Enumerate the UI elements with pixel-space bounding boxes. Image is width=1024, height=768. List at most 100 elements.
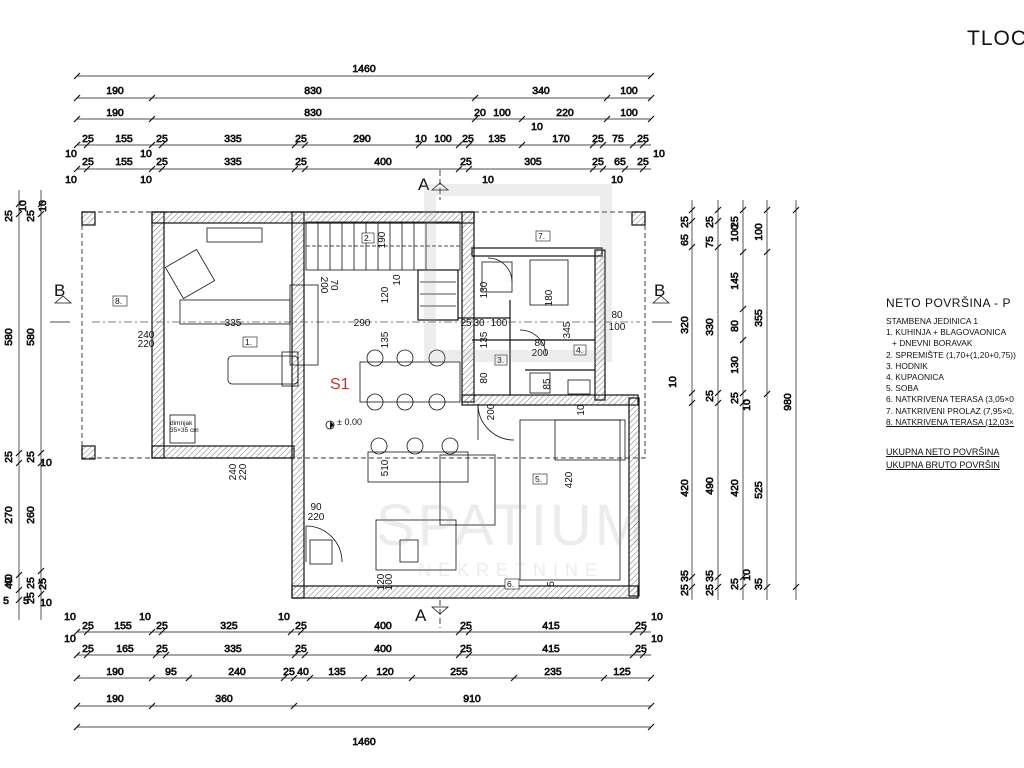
dim-top-r2: 100	[620, 85, 638, 97]
dim-bot-r4: 190	[106, 693, 124, 705]
dim-top-r5: 155	[115, 156, 133, 168]
dim-right-c4: 35	[753, 578, 765, 590]
dim-left-small: 10	[40, 457, 52, 469]
dim-left-small: 40	[3, 574, 15, 586]
dim-int: 200	[318, 277, 329, 294]
dim-top-r3: 20	[474, 107, 486, 119]
dim-top-r4: 155	[115, 133, 133, 145]
dim-bot-r1: 25	[460, 620, 472, 632]
dim-int: 100	[384, 573, 395, 590]
legend-item: 4. KUPAONICA	[886, 372, 945, 383]
dim-int: 240	[138, 330, 155, 341]
area-legend: NETO POVRŠINA - P STAMBENA JEDINICA 1 1.…	[886, 296, 1024, 472]
dim-top-r4: 100	[434, 133, 452, 145]
dim-int: 120	[380, 286, 391, 303]
dim-right-c3: 80	[729, 320, 741, 332]
top-dimension-chains: 1460 190 830 340 100 190 830 20 100 220 …	[65, 63, 666, 187]
legend-item: 7. NATKRIVENI PROLAZ (7,95×0,	[886, 405, 1015, 416]
dim-bot-r1: 25	[156, 620, 168, 632]
legend-title: NETO POVRŠINA - P	[886, 296, 1011, 310]
dim-int: 10	[576, 404, 587, 416]
dim-right-c1: 420	[679, 479, 691, 497]
dim-right-c3: 100	[729, 224, 741, 242]
chimney-size: 35×35 cm	[170, 427, 199, 434]
dim-right-c2: 25	[704, 216, 716, 228]
dim-int: 240	[228, 463, 239, 480]
dim-top-r4: 25	[156, 133, 168, 145]
legend-item: 3. HODNIK	[886, 360, 928, 371]
dim-top-total: 1460	[352, 63, 376, 75]
dim-int: 135	[479, 331, 490, 348]
dim-top-r4: 290	[353, 133, 371, 145]
dim-bot-r2: 25	[82, 643, 94, 655]
dim-right-c1: 35	[679, 570, 691, 582]
dim-right-c3: 25	[729, 578, 741, 590]
dim-right-c2: 25	[704, 584, 716, 596]
section-a-bottom: A	[415, 606, 427, 625]
dim-bot-r3: 95	[165, 666, 177, 678]
dim-bot-total: 1460	[352, 736, 376, 748]
dim-left-outer: 580	[3, 328, 15, 346]
dim-top-r4: 10	[415, 133, 427, 145]
staircase	[305, 221, 461, 307]
dim-bot-r1: 155	[114, 620, 132, 632]
legend-item: 2. SPREMIŠTE (1,70+(1,20+0,75))	[886, 349, 1016, 360]
dim-bot-r3: 135	[328, 666, 346, 678]
dim-bot-r3: 240	[228, 666, 246, 678]
legend-total-net: UKUPNA NETO POVRŠINA	[886, 447, 1000, 458]
room-label-6: 6.	[507, 579, 514, 589]
level-marker: ± 0.00	[325, 417, 362, 430]
dim-bot-r3: 255	[450, 666, 468, 678]
dim-top-r4: 25	[462, 133, 474, 145]
dim-left-small: 5	[3, 595, 9, 607]
dim-top-r5: 65	[614, 156, 626, 168]
dim-left-small: 25	[37, 578, 49, 590]
dim-int: 220	[308, 512, 325, 523]
dim-int: 200	[486, 403, 497, 420]
right-dimension-chains: 25 65 320 10 420 35 25 25 75 330 25 490 …	[667, 200, 800, 600]
dim-right-c3: 420	[729, 479, 741, 497]
dim-bot-r1: 25	[295, 620, 307, 632]
legend-item: 6. NATKRIVENA TERASA (3,05×0	[886, 394, 1014, 405]
dim-top-r4: 25	[592, 133, 604, 145]
dim-top-r4: 75	[612, 133, 624, 145]
dim-top-r4: 135	[488, 133, 506, 145]
dim-right-c4: 355	[753, 309, 765, 327]
chimney-label: dimnjak	[170, 420, 193, 427]
unit-mark: S1	[330, 376, 350, 393]
room-label-2: 2.	[364, 233, 371, 243]
legend-total-gross: UKUPNA BRUTO POVRŠIN	[886, 460, 1000, 471]
legend-item: 1. KUHINJA + BLAGOVAONICA	[886, 327, 1007, 338]
dim-int: 120	[376, 573, 387, 590]
room-label-8: 8.	[115, 296, 122, 306]
dim-top-r2: 340	[532, 85, 550, 97]
dim-top-r4: 25	[295, 133, 307, 145]
dim-left-small: 5	[23, 595, 29, 607]
section-b-right: B	[654, 281, 665, 300]
dim-top-r4: 25	[637, 133, 649, 145]
dim-bot-r4: 360	[215, 693, 233, 705]
dim-int: 90	[310, 502, 322, 513]
dim-top-r5-small: 10	[611, 174, 623, 186]
bottom-dimension-chains: 25 155 25 325 25 400 25 415 25 10 10 10 …	[64, 611, 664, 749]
dim-bot-r1: 400	[374, 620, 392, 632]
dim-left-inner: 25	[25, 577, 37, 589]
dim-bot-r3: 25	[283, 666, 295, 678]
dim-bot-r3: 235	[544, 666, 562, 678]
dim-left-outer: 40	[3, 577, 15, 589]
dim-int: 80	[479, 372, 490, 384]
dim-int: 130	[479, 281, 490, 298]
dim-top-r5: 335	[224, 156, 242, 168]
dim-int: 510	[380, 459, 391, 476]
left-dimension-chains: 580 270 40 580 260 25 25 25 10 10 25 25 …	[3, 190, 52, 620]
dim-right-c1: 25	[679, 216, 691, 228]
dim-top-r5-small: 10	[140, 174, 152, 186]
dim-bot-r2-small: 10	[64, 633, 76, 645]
watermark-brand: SPATIUM	[376, 493, 646, 558]
floor-plan: 1460 190 830 340 100 190 830 20 100 220 …	[3, 63, 800, 749]
dim-int: 30	[473, 318, 485, 329]
room-label-5: 5.	[535, 474, 542, 484]
dim-left-small: 10	[40, 597, 52, 609]
section-markers: A A B B	[50, 170, 672, 628]
dim-bot-r1-small: 10	[139, 611, 151, 623]
